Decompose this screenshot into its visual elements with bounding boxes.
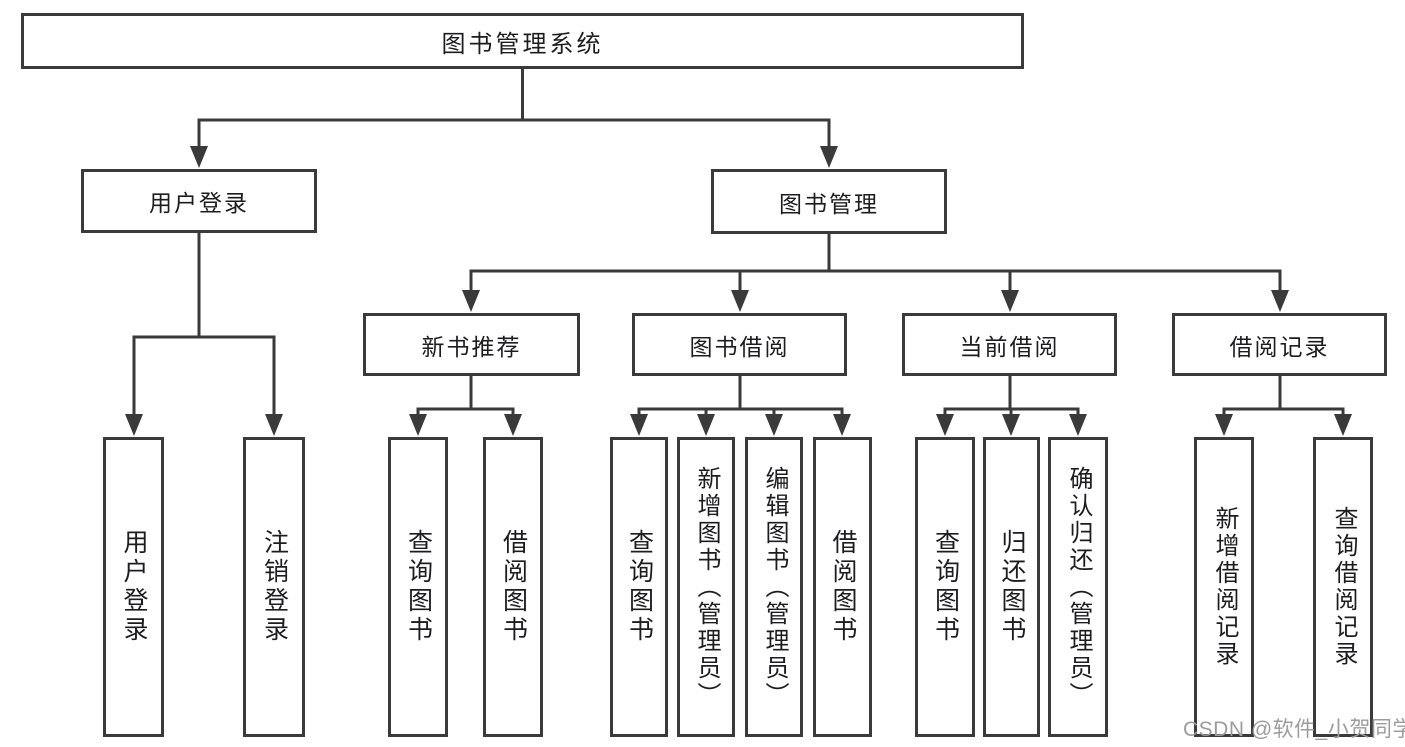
leaf-query-books-borrow: 查询图书 [610, 437, 668, 737]
leaf-confirm-return-admin: 确认归还（管理员） [1048, 437, 1108, 737]
node-current-borrow: 当前借阅 [902, 313, 1117, 376]
leaf-logout: 注销登录 [243, 437, 305, 737]
leaf-return-books: 归还图书 [983, 437, 1040, 737]
csdn-watermark: CSDN @软件_小贺同学 [1183, 718, 1405, 741]
leaf-borrow-books: 借阅图书 [813, 437, 872, 737]
node-library-management-system: 图书管理系统 [21, 13, 1024, 69]
leaf-edit-books-admin: 编辑图书（管理员） [745, 437, 803, 737]
node-book-management: 图书管理 [711, 169, 947, 234]
node-book-borrow: 图书借阅 [632, 313, 847, 376]
leaf-query-borrow-record: 查询借阅记录 [1313, 437, 1373, 737]
node-new-book-recommend: 新书推荐 [363, 313, 580, 376]
leaf-add-borrow-record: 新增借阅记录 [1194, 437, 1254, 737]
leaf-query-books-recommend: 查询图书 [388, 437, 448, 737]
leaf-borrow-books-recommend: 借阅图书 [483, 437, 543, 737]
leaf-user-login: 用户登录 [103, 437, 164, 737]
leaf-query-books-current: 查询图书 [915, 437, 975, 737]
node-user-login: 用户登录 [81, 169, 317, 233]
leaf-add-books-admin: 新增图书（管理员） [677, 437, 735, 737]
node-borrow-record: 借阅记录 [1172, 313, 1387, 376]
